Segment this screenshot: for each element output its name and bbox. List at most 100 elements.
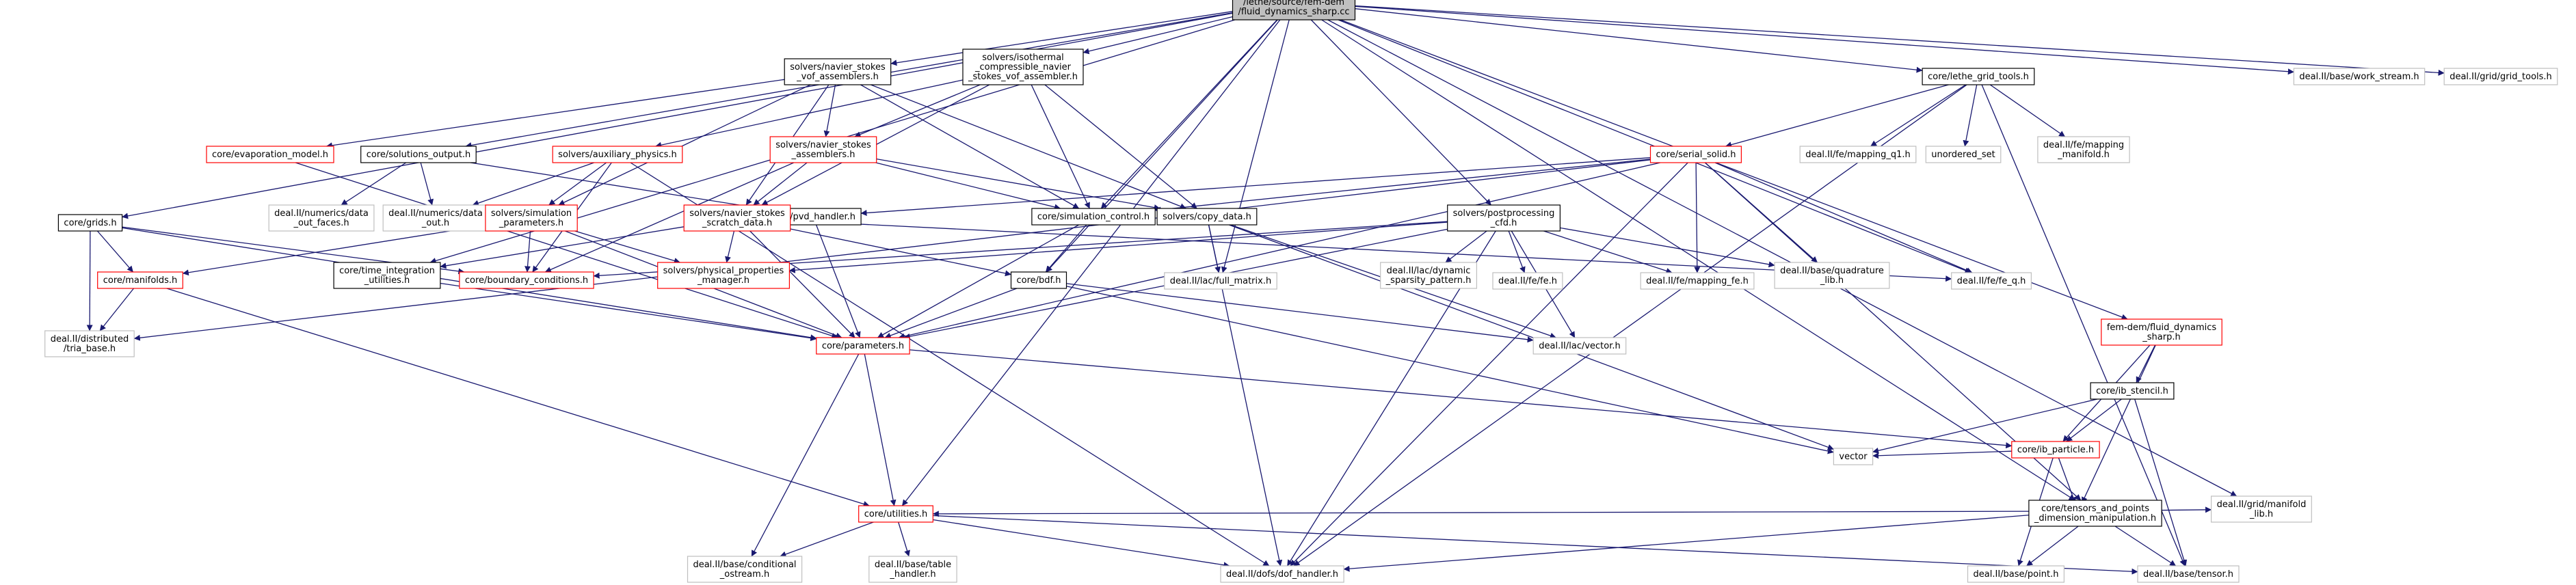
node-root[interactable]: /home/runner/work/lethe/lethe/source/fem… (1232, 0, 1356, 21)
node-copy-data[interactable]: solvers/copy_data.h (1156, 208, 1258, 226)
node-point: deal.II/base/point.h (1967, 565, 2064, 583)
node-label-line: solvers/copy_data.h (1163, 212, 1251, 222)
edge-line (440, 282, 817, 342)
include-edge-ib_stencil-to-vector (1872, 398, 2098, 454)
node-phys-prop[interactable]: solvers/physical_properties_manager.h (657, 262, 791, 289)
node-label-line: core/manifolds.h (103, 275, 178, 286)
node-label-line: vector (1839, 452, 1868, 462)
node-time-int[interactable]: core/time_integration_utilities.h (333, 262, 441, 289)
include-edge-ns_scratch-to-bdf (790, 228, 1011, 277)
edge-line (1543, 230, 1673, 274)
node-label-line: deal.II/numerics/data (274, 208, 369, 219)
node-gridtools[interactable]: core/lethe_grid_tools.h (1922, 68, 2035, 85)
node-work-stream: deal.II/base/work_stream.h (2293, 68, 2426, 85)
edge-line (1046, 19, 1278, 273)
node-sim-params[interactable]: solvers/simulation_parameters.h (485, 204, 578, 232)
node-manifolds[interactable]: core/manifolds.h (97, 271, 183, 289)
node-box (1925, 146, 2002, 163)
include-edge-sim_control-to-bdf (1045, 224, 1087, 273)
node-grid-tools: deal.II/grid/grid_tools.h (2443, 68, 2558, 85)
node-box (657, 262, 791, 289)
edge-line (1154, 159, 1651, 213)
node-boundary[interactable]: core/boundary_conditions.h (459, 271, 594, 289)
include-edge-root-to-grids (122, 12, 1233, 219)
node-box (1833, 448, 1874, 465)
node-sim-control[interactable]: core/simulation_control.h (1031, 208, 1156, 226)
node-evaporation[interactable]: core/evaporation_model.h (206, 146, 334, 163)
node-label-line: deal.II/fe/fe_q.h (1957, 276, 2026, 286)
node-tensors[interactable]: core/tensors_and_points_dimension_manipu… (2028, 500, 2162, 527)
edge-line (1066, 286, 1834, 454)
edge-line (295, 162, 838, 339)
node-nsvof[interactable]: solvers/navier_stokes_vof_assemblers.h (784, 58, 892, 85)
node-label-line: _lib.h (1820, 275, 1844, 286)
edge-line (753, 162, 808, 206)
include-edge-isovof-to-aux_phys (655, 79, 964, 148)
edge-line (1870, 84, 1966, 147)
include-edge-fd_sharp-to-shape (2082, 344, 2156, 504)
include-edge-serial_solid-to-sim_control (1154, 159, 1651, 213)
node-postproc[interactable]: solvers/postprocessing_cfd.h (1447, 204, 1561, 232)
node-label-line: deal.II/fe/mapping_q1.h (1805, 150, 1911, 160)
edge-line (933, 515, 2138, 575)
edge-line (166, 288, 870, 507)
node-aux-phys[interactable]: solvers/auxiliary_physics.h (552, 146, 683, 163)
node-label-line: core/parameters.h (822, 341, 904, 351)
node-bdf[interactable]: core/bdf.h (1010, 271, 1067, 289)
node-label-line: unordered_set (1931, 150, 1995, 160)
include-edge-root-to-sim_control (1100, 19, 1278, 209)
include-edge-sim_params-to-boundary (525, 230, 531, 273)
node-fd-sharp[interactable]: fem-dem/fluid_dynamics_sharp.h (2101, 318, 2222, 346)
node-box (206, 146, 334, 163)
node-box (2101, 318, 2222, 346)
node-parameters[interactable]: core/parameters.h (816, 337, 910, 355)
edge-line (877, 224, 1079, 338)
edge-line (1694, 162, 1701, 273)
node-label-line: core/ib_particle.h (2017, 445, 2094, 455)
node-isovof[interactable]: solvers/isothermal_compressible_navier_s… (962, 49, 1084, 85)
edge-line (1725, 84, 1949, 148)
node-box (1532, 337, 1627, 355)
include-edge-evaporation-to-parameters (295, 162, 838, 339)
edge-line (470, 162, 766, 212)
node-label-line: core/time_integration (339, 266, 435, 276)
edge-line (2134, 398, 2188, 567)
include-edge-postproc-to-phys_prop (788, 221, 1448, 273)
edge-line (884, 288, 1018, 339)
edge-line (854, 84, 981, 137)
include-edge-utilities-to-dof_handler (933, 519, 1230, 569)
node-utilities[interactable]: core/utilities.h (858, 505, 933, 523)
edge-line (1963, 84, 1978, 147)
include-edge-sol_output-to-do_faces (341, 162, 407, 206)
node-label-line: _handler.h (889, 569, 935, 580)
node-serial-solid[interactable]: core/serial_solid.h (1649, 146, 1742, 163)
node-tria-base: deal.II/distributed/tria_base.h (44, 330, 135, 357)
edge-line (1290, 162, 1688, 567)
include-edge-bdf-to-vector (1066, 286, 1834, 454)
edge-line (1340, 19, 2128, 321)
node-grids[interactable]: core/grids.h (57, 214, 123, 232)
node-label-line: deal.II/lac/full_matrix.h (1170, 276, 1271, 286)
node-ns-assemblers[interactable]: solvers/navier_stokes_assemblers.h (769, 136, 877, 163)
include-edge-postproc-to-mapping_fe (1543, 230, 1673, 274)
node-cond-ostream: deal.II/base/conditional_ostream.h (687, 556, 803, 583)
node-ib-stencil[interactable]: core/ib_stencil.h (2090, 382, 2175, 400)
include-edge-isovof-to-copy_data (1044, 84, 1197, 209)
edge-line (1083, 16, 1233, 55)
edge-line (860, 84, 1080, 209)
node-ns-scratch[interactable]: solvers/navier_stokes_scratch_data.h (683, 204, 791, 232)
node-dyn-sparsity: deal.II/lac/dynamic_sparsity_pattern.h (1380, 262, 1477, 289)
node-grid-manifold: deal.II/grid/manifold_lib.h (2211, 495, 2312, 523)
edge-line (96, 230, 134, 273)
node-label-line: /tria_base.h (64, 344, 116, 354)
node-label-line: deal.II/fe/mapping (2043, 140, 2124, 150)
node-box (1492, 272, 1563, 290)
node-box (44, 330, 135, 357)
edge-line (1872, 398, 2098, 454)
node-lac-vector: deal.II/lac/vector.h (1532, 337, 1627, 355)
node-label-line: _scratch_data.h (702, 218, 772, 228)
node-box (769, 136, 877, 163)
node-sol-output[interactable]: core/solutions_output.h (360, 146, 477, 163)
node-ib-particle[interactable]: core/ib_particle.h (2011, 441, 2100, 459)
node-box (1156, 208, 1258, 226)
